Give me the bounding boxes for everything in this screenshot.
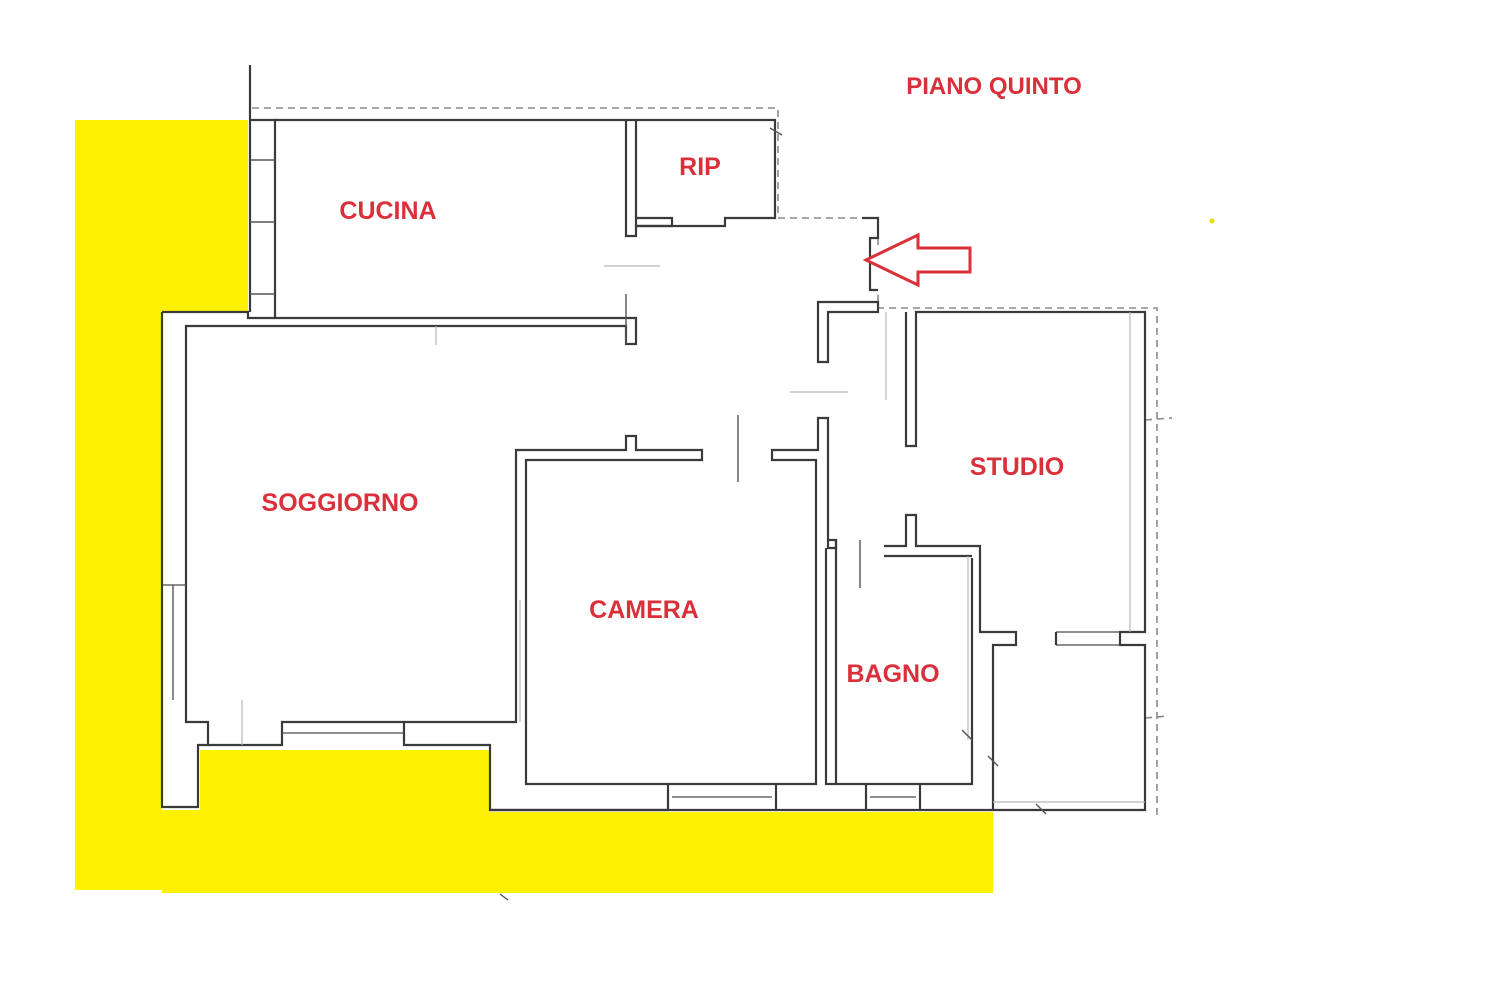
plan-title: PIANO QUINTO [906, 73, 1082, 100]
room-label-studio: STUDIO [970, 453, 1064, 481]
room-label-camera: CAMERA [589, 596, 699, 624]
room-label-soggiorno: SOGGIORNO [262, 489, 419, 517]
walls [160, 65, 1147, 901]
marker-dot [1209, 218, 1215, 224]
room-label-cucina: CUCINA [339, 197, 436, 225]
entrance-arrow-icon [862, 232, 972, 288]
terrace-area [75, 120, 993, 893]
room-label-rip: RIP [679, 153, 721, 181]
room-label-bagno: BAGNO [846, 660, 939, 688]
